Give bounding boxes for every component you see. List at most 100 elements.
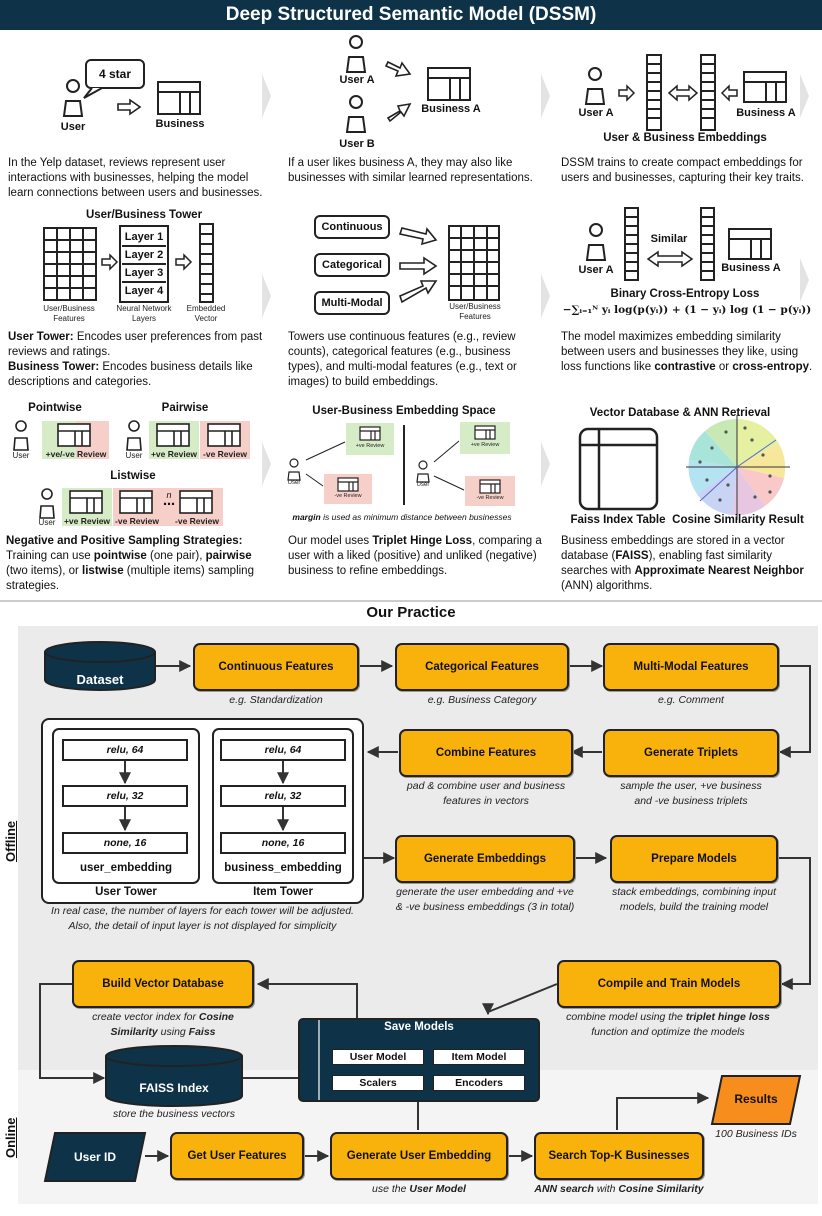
user-id-label: User ID xyxy=(73,1150,117,1164)
user-layer-1: relu, 64 xyxy=(62,739,188,761)
embeddings-label: User & Business Embeddings xyxy=(603,132,767,144)
user-id-shape xyxy=(43,1132,147,1182)
get-user-features-box: Get User Features xyxy=(170,1132,304,1180)
item-layer-2: relu, 32 xyxy=(220,785,346,807)
section-divider xyxy=(0,600,822,602)
scalers-chip: Scalers xyxy=(332,1075,424,1091)
dataset-cylinder xyxy=(44,641,156,691)
user-tower-label: User Tower xyxy=(95,886,157,898)
row2-caption-2: Towers use continuous features (e.g., re… xyxy=(288,331,517,388)
prepare-models-box: Prepare Models xyxy=(610,835,778,883)
item-layer-3: none, 16 xyxy=(220,832,346,854)
compile-note: combine model using the triplet hinge lo… xyxy=(566,1011,770,1038)
item-model-chip: Item Model xyxy=(433,1049,525,1065)
user-label: User xyxy=(125,451,143,460)
item-tower-label: Item Tower xyxy=(253,886,313,898)
pairwise-label: Pairwise xyxy=(161,402,209,414)
gen-emb-note: generate the user embedding and +ve& -ve… xyxy=(395,886,575,913)
user-layer-2: relu, 32 xyxy=(62,785,188,807)
user-b-label: User B xyxy=(339,138,375,150)
user-embedding-label: user_embedding xyxy=(79,862,173,874)
nn-layers-label: Neural Network Layers xyxy=(116,304,172,323)
similar-label: Similar xyxy=(650,233,688,245)
faiss-table-icon xyxy=(578,427,659,511)
user-a-icon xyxy=(345,35,367,73)
faiss-index-cylinder xyxy=(105,1045,243,1107)
categorical-features-box: Categorical Features xyxy=(395,643,569,691)
embedding-vector xyxy=(700,54,716,131)
row1-caption-3: DSSM trains to create compact embeddings… xyxy=(561,157,804,184)
results-shape xyxy=(710,1075,802,1125)
loss-title: Binary Cross-Entropy Loss xyxy=(610,288,760,300)
faiss-index-label: FAISS Index xyxy=(139,1081,209,1095)
business-a-icon xyxy=(743,71,787,103)
features-label: User/Business Features xyxy=(43,304,95,323)
user-a-label: User A xyxy=(578,107,614,119)
combine-features-box: Combine Features xyxy=(399,729,573,777)
multimodal-features-box: Multi-Modal Features xyxy=(603,643,779,691)
practice-title: Our Practice xyxy=(366,604,456,621)
user-icon xyxy=(62,79,84,117)
margin-note: margin is used as minimum distance betwe… xyxy=(292,512,512,522)
business-a-icon xyxy=(728,228,772,260)
faiss-table-label: Faiss Index Table xyxy=(570,514,666,526)
row2-caption-1: User Tower: Encodes user preferences fro… xyxy=(8,331,263,388)
page-title: Deep Structured Semantic Model (DSSM) xyxy=(0,0,822,30)
results-note: 100 Business IDs xyxy=(715,1128,797,1140)
user-label: User xyxy=(12,451,30,460)
user-label: User xyxy=(287,480,301,486)
continuous-box: Continuous xyxy=(314,215,390,239)
n-items-indicator: n⋯ xyxy=(163,490,175,511)
business-a-label: Business A xyxy=(736,107,796,119)
faiss-note: store the business vectors xyxy=(113,1108,235,1120)
pos-review: +ve Review xyxy=(63,516,111,526)
embedded-vector-label: Embedded Vector xyxy=(186,304,226,323)
dataset-label: Dataset xyxy=(76,672,124,687)
vector-db-title: Vector Database & ANN Retrieval xyxy=(589,407,771,419)
tower-note: In real case, the number of layers for e… xyxy=(51,905,354,932)
categorical-box: Categorical xyxy=(314,253,390,277)
generate-embeddings-box: Generate Embeddings xyxy=(395,835,575,883)
business-icon xyxy=(157,81,201,115)
pointwise-label: Pointwise xyxy=(28,402,82,414)
multimodal-note: e.g. Comment xyxy=(658,694,724,706)
row3-caption-3: Business embeddings are stored in a vect… xyxy=(561,535,804,592)
generate-triplets-box: Generate Triplets xyxy=(603,729,779,777)
embedding-space-title: User-Business Embedding Space xyxy=(312,405,496,417)
business-a-icon xyxy=(427,67,471,101)
user-label: User xyxy=(60,121,86,133)
search-topk-box: Search Top-K Businesses xyxy=(534,1132,704,1180)
encoders-chip: Encoders xyxy=(433,1075,525,1091)
user-label: User xyxy=(38,518,56,527)
hollow-arrow xyxy=(117,98,142,116)
embedded-vector-icon xyxy=(199,223,214,303)
business-a-label: Business A xyxy=(721,262,781,274)
pos-review: +ve Review xyxy=(355,443,385,449)
user-a-icon xyxy=(585,223,607,261)
user-a-label: User A xyxy=(578,264,614,276)
neg-review: -ve Review xyxy=(476,495,504,501)
row3-caption-1: Negative and Positive Sampling Strategie… xyxy=(6,535,254,592)
pos-review: +ve Review xyxy=(470,442,500,448)
user-b-icon xyxy=(345,95,367,133)
user-model-chip: User Model xyxy=(332,1049,424,1065)
neg-review: -ve Review xyxy=(175,516,219,526)
row2-caption-3: The model maximizes embedding similarity… xyxy=(561,331,813,373)
bubble-text: 4 star xyxy=(98,67,132,81)
cosine-result-label: Cosine Similarity Result xyxy=(672,514,804,526)
embedding-vector xyxy=(646,54,662,131)
compile-train-box: Compile and Train Models xyxy=(557,960,781,1008)
features-label: User/Business Features xyxy=(449,302,501,321)
search-note: ANN search with Cosine Similarity xyxy=(534,1183,704,1195)
save-models-divider xyxy=(318,1020,320,1100)
cosine-similarity-plot xyxy=(686,415,790,520)
feature-grid-icon xyxy=(43,227,97,301)
business-a-label: Business A xyxy=(421,103,481,115)
feature-grid-icon xyxy=(448,225,500,301)
neg-review: -ve Review xyxy=(115,516,159,526)
